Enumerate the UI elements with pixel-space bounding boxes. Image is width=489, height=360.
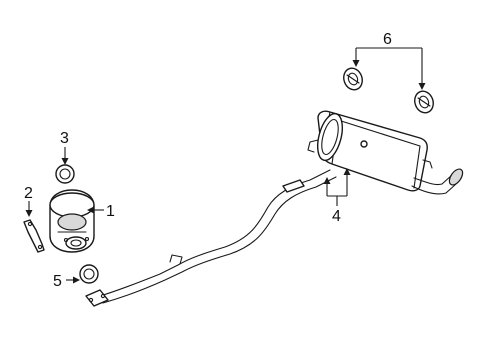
tailpipe-upper [413, 174, 453, 186]
arrow-6-left [352, 60, 360, 67]
front-flange [85, 289, 109, 307]
intermediate-pipe-lower [102, 176, 337, 304]
part-4-muffler-pipe-assembly [85, 110, 464, 307]
rubber-hanger-icon [343, 67, 363, 91]
part-3-gasket [55, 147, 75, 184]
muffler-mount-hole [360, 140, 368, 148]
gasket-ring-icon [55, 164, 75, 184]
heat-shield-tab [282, 179, 305, 193]
gasket-ring-icon [79, 264, 99, 284]
callout-2-label: 2 [24, 185, 33, 202]
callout-4-label: 4 [332, 208, 341, 225]
catalytic-converter-icon [49, 189, 95, 253]
tailpipe-tip [448, 168, 464, 186]
callout-3-label: 3 [60, 130, 69, 147]
muffler-hanger-left [307, 139, 319, 153]
callout-5-label: 5 [53, 273, 62, 290]
arrow-3 [61, 158, 69, 165]
arrow-4-left [323, 177, 331, 184]
intermediate-pipe-upper [99, 169, 331, 297]
part-6-hangers [343, 47, 434, 114]
pipe-hanger-rod [169, 254, 183, 265]
part-1-catalytic-converter [49, 189, 104, 253]
arrow-2 [25, 210, 33, 217]
arrow-5 [73, 276, 80, 284]
callout-1-label: 1 [106, 203, 115, 220]
muffler-body [317, 110, 428, 192]
callout-6-label: 6 [383, 31, 392, 48]
arrow-1 [87, 206, 94, 214]
bracket-icon [23, 219, 45, 253]
tailpipe-lower [411, 183, 457, 195]
arrow-4-right [343, 168, 351, 175]
part-5-gasket [66, 264, 99, 284]
muffler-hanger-right [422, 159, 433, 169]
muffler-end-cap [316, 112, 344, 162]
part-2-bracket [23, 201, 45, 253]
rubber-hanger-icon [414, 90, 434, 114]
arrow-6-right [418, 83, 426, 90]
